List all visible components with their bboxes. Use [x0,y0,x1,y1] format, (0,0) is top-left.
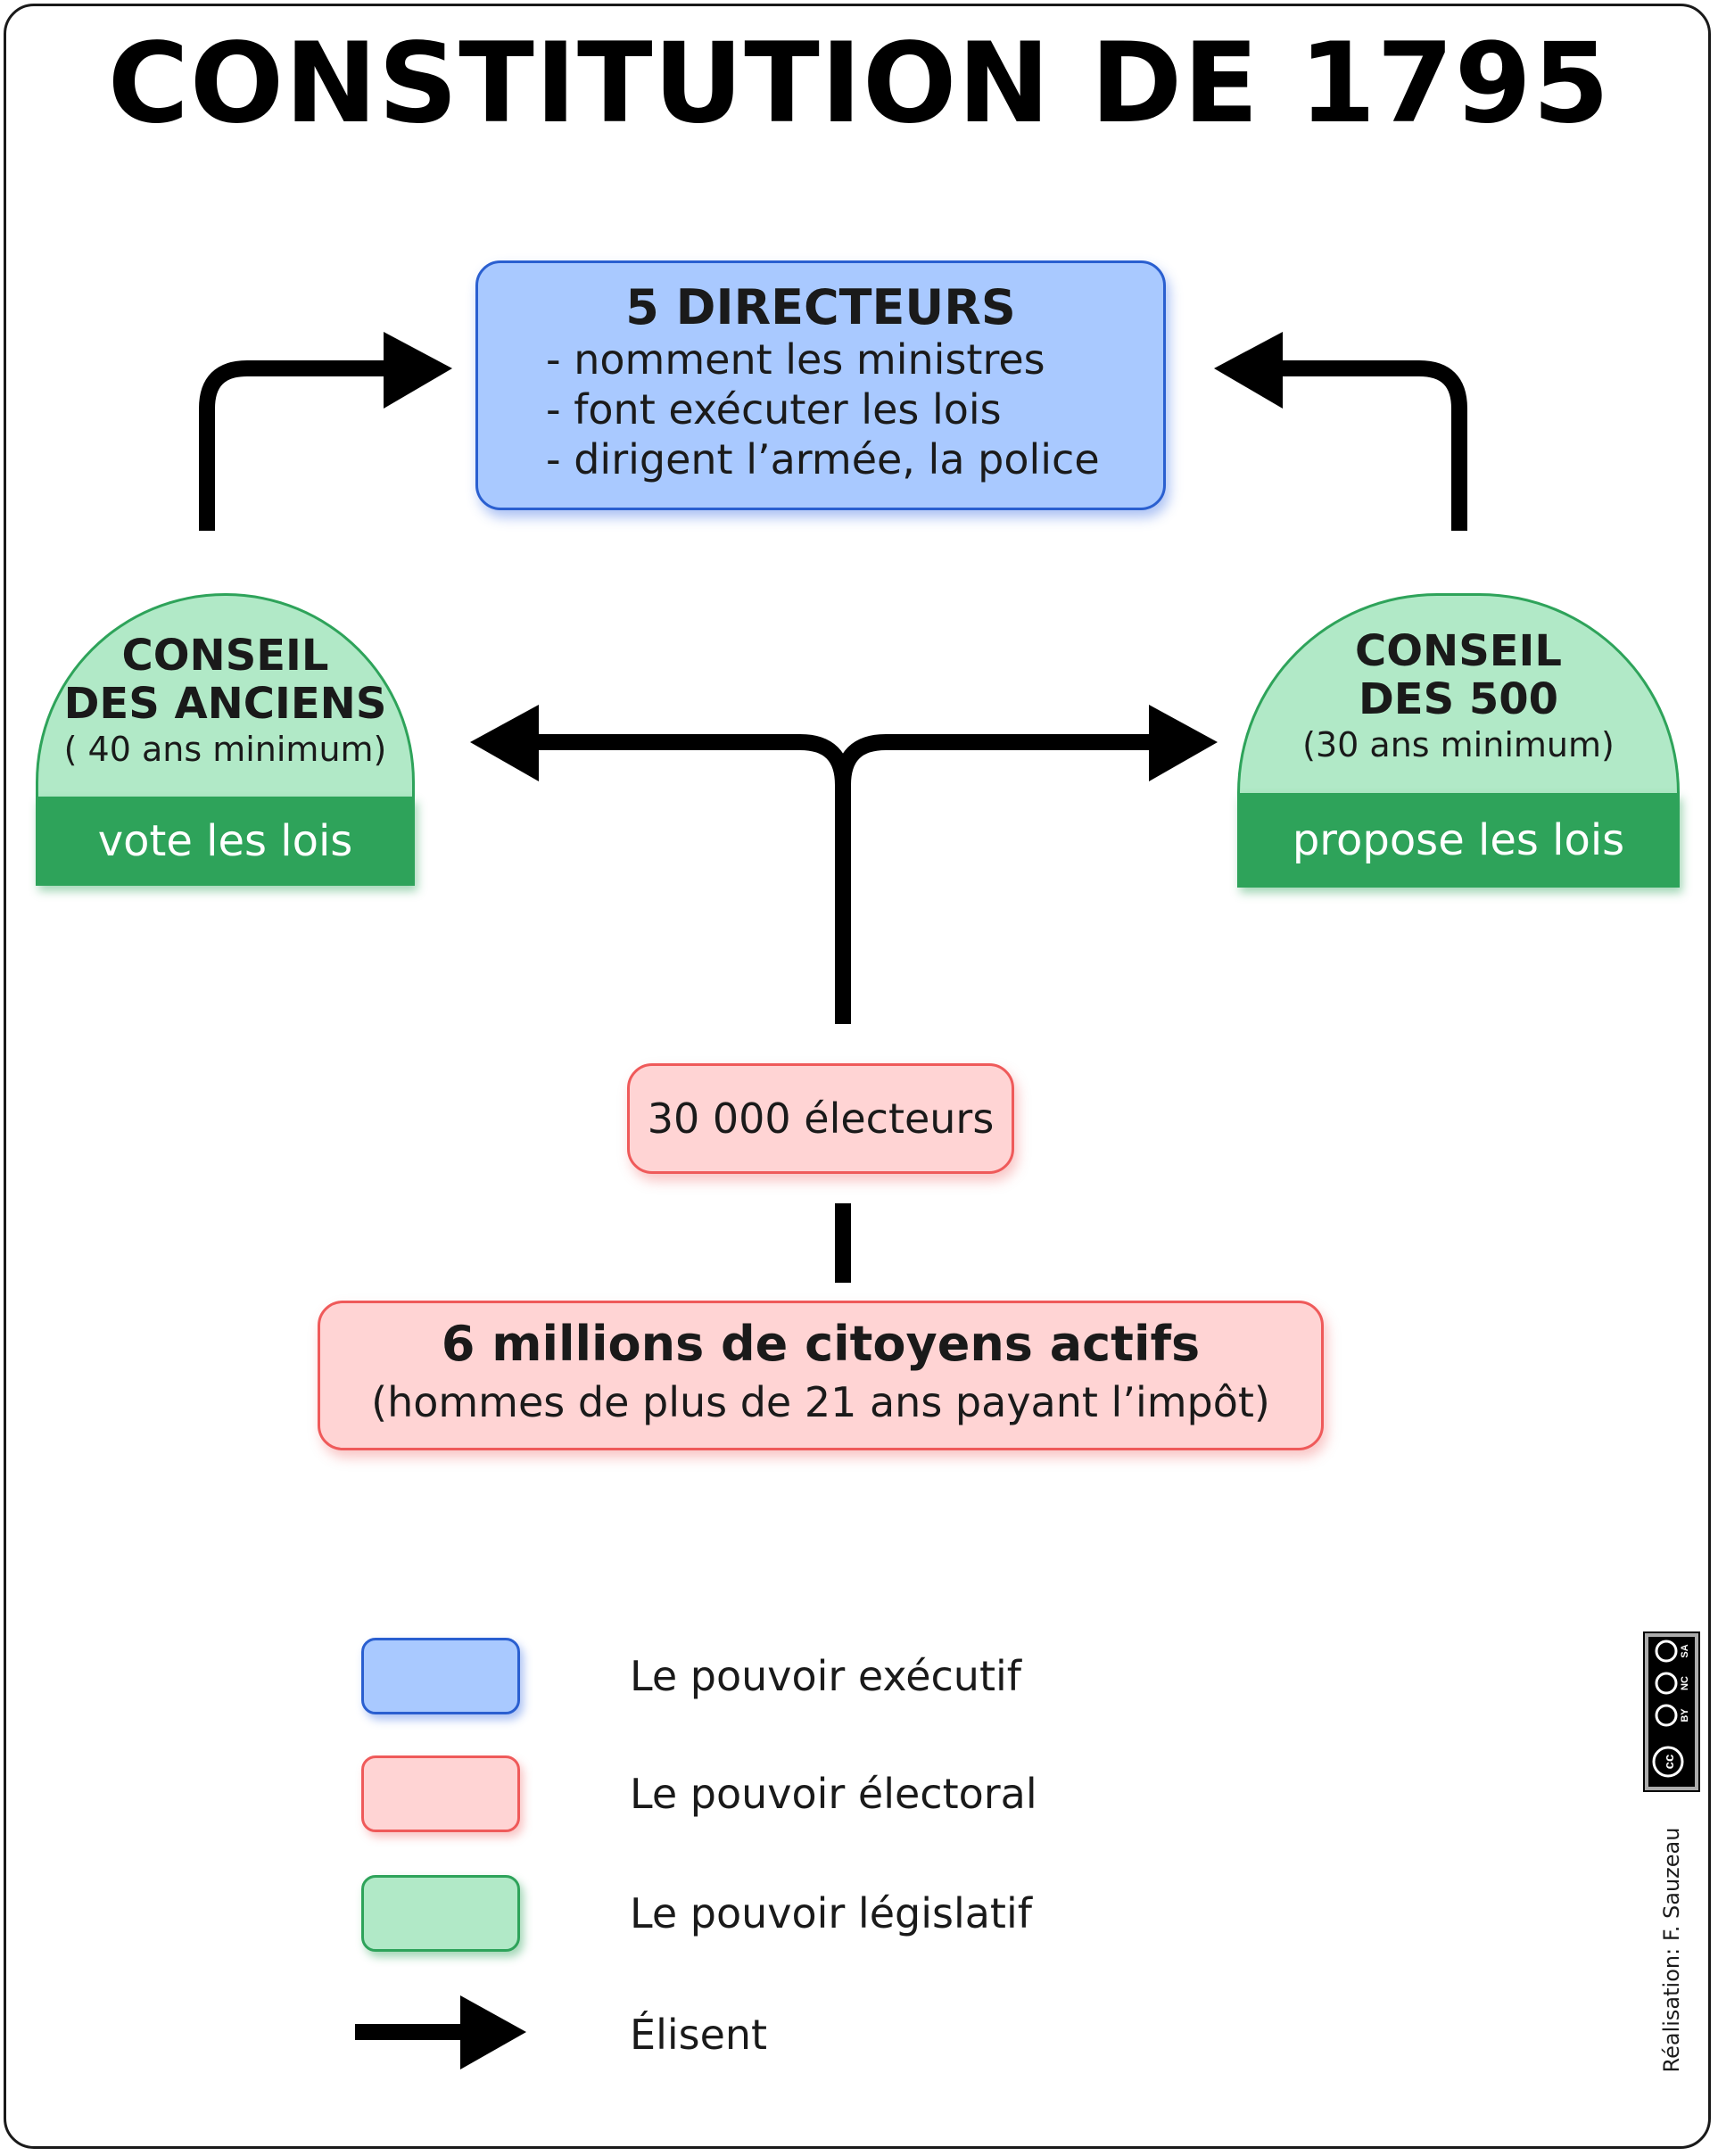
directeurs-title: 5 DIRECTEURS [625,279,1016,335]
cc-license-icons: SA NC BY cc [1652,1640,1690,1778]
directeurs-item: - dirigent l’armée, la police [546,435,1100,483]
arrow-head-electeurs-to-anciens [470,705,539,781]
conseil-anciens-role: vote les lois [36,797,415,886]
arrow-head-electeurs-to-500 [1149,705,1218,781]
sa-label: SA [1680,1644,1690,1657]
credit-text: Réalisation: F. Sauzeau [1659,1827,1684,2073]
conseil-500-role: propose les lois [1237,793,1680,888]
by-icon [1655,1704,1678,1727]
arrow-electeurs-stem [535,734,851,1024]
legend-label-executif: Le pouvoir exécutif [630,1652,1021,1700]
citoyens-subtitle: (hommes de plus de 21 ans payant l’impôt… [371,1378,1270,1426]
cc-label: cc [1662,1755,1677,1770]
cc-license-badge: SA NC BY cc [1643,1631,1700,1792]
conseil-anciens-line1: CONSEIL [121,631,329,681]
directeurs-box: 5 DIRECTEURS - nomment les ministres - f… [475,260,1166,510]
arrow-electeurs-right-branch [835,734,1151,786]
citoyens-box: 6 millions de citoyens actifs (hommes de… [318,1301,1324,1450]
legend-swatch-legislatif [361,1875,520,1952]
nc-label: NC [1680,1676,1690,1690]
legend-arrow-head [460,1995,526,2069]
electeurs-box: 30 000 électeurs [627,1063,1014,1174]
cc-icon [1652,1746,1684,1778]
arrow-head-500-to-directeurs [1214,332,1283,409]
electeurs-label: 30 000 électeurs [647,1095,995,1143]
legend-label-legislatif: Le pouvoir législatif [630,1889,1032,1937]
page-frame [4,4,1711,2149]
conseil-500-age: (30 ans minimum) [1302,725,1615,764]
conseil-500-dome: CONSEIL DES 500 (30 ans minimum) [1237,593,1680,793]
conseil-500-line1: CONSEIL [1354,626,1562,676]
citoyens-title: 6 millions de citoyens actifs [441,1316,1201,1372]
nc-icon [1655,1672,1678,1695]
page-title: CONSTITUTION DE 1795 [107,20,1611,148]
conseil-anciens-line2: DES ANCIENS [63,679,387,729]
legend-swatch-executif [361,1638,520,1714]
legend-label-electoral: Le pouvoir électoral [630,1770,1037,1818]
directeurs-item: - font exécuter les lois [546,385,1002,434]
by-label: BY [1680,1708,1690,1722]
legend-label-elisent: Élisent [630,2011,768,2059]
conseil-500-line2: DES 500 [1358,674,1559,724]
arrow-anciens-to-directeurs [199,360,385,531]
sa-icon [1655,1640,1678,1663]
arrow-500-to-directeurs [1281,360,1467,531]
directeurs-list: - nomment les ministres - font exécuter … [546,335,1100,484]
legend-swatch-electoral [361,1755,520,1832]
directeurs-item: - nomment les ministres [546,335,1045,384]
arrow-head-anciens-to-directeurs [384,332,452,409]
conseil-anciens-age: ( 40 ans minimum) [63,730,387,769]
